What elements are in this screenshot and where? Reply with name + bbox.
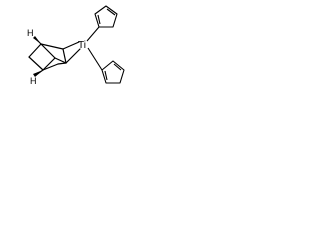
bond	[42, 63, 59, 71]
bond-to-ti	[87, 47, 103, 71]
bond	[54, 57, 67, 64]
metal-label: Ti	[78, 40, 86, 51]
bond	[57, 62, 67, 65]
cp-ring-lower	[87, 47, 125, 84]
bond	[42, 57, 56, 71]
double-bond	[113, 63, 122, 71]
cp-ring-upper	[86, 5, 118, 42]
bond	[40, 43, 56, 59]
ring-outline	[101, 60, 125, 84]
wedge-bond	[33, 70, 43, 77]
bicyclic-framework	[28, 38, 81, 76]
structure-svg: H H Ti	[27, 5, 125, 86]
double-bond	[104, 70, 108, 81]
bond	[28, 43, 42, 58]
hydrogen-label: H	[30, 76, 37, 86]
bond-to-ti	[65, 48, 81, 64]
bond-to-ti	[86, 26, 100, 42]
bond-to-ti	[62, 41, 80, 50]
wedge-bond	[33, 36, 41, 44]
double-bond	[97, 14, 101, 25]
bond	[62, 48, 67, 64]
bond	[40, 43, 64, 50]
hydrogen-label: H	[27, 28, 34, 38]
stereo-wedges	[33, 36, 43, 77]
molecule-diagram: H H Ti	[0, 0, 135, 101]
ring-outline	[94, 5, 118, 28]
bond	[28, 56, 44, 71]
double-bond	[106, 8, 116, 16]
